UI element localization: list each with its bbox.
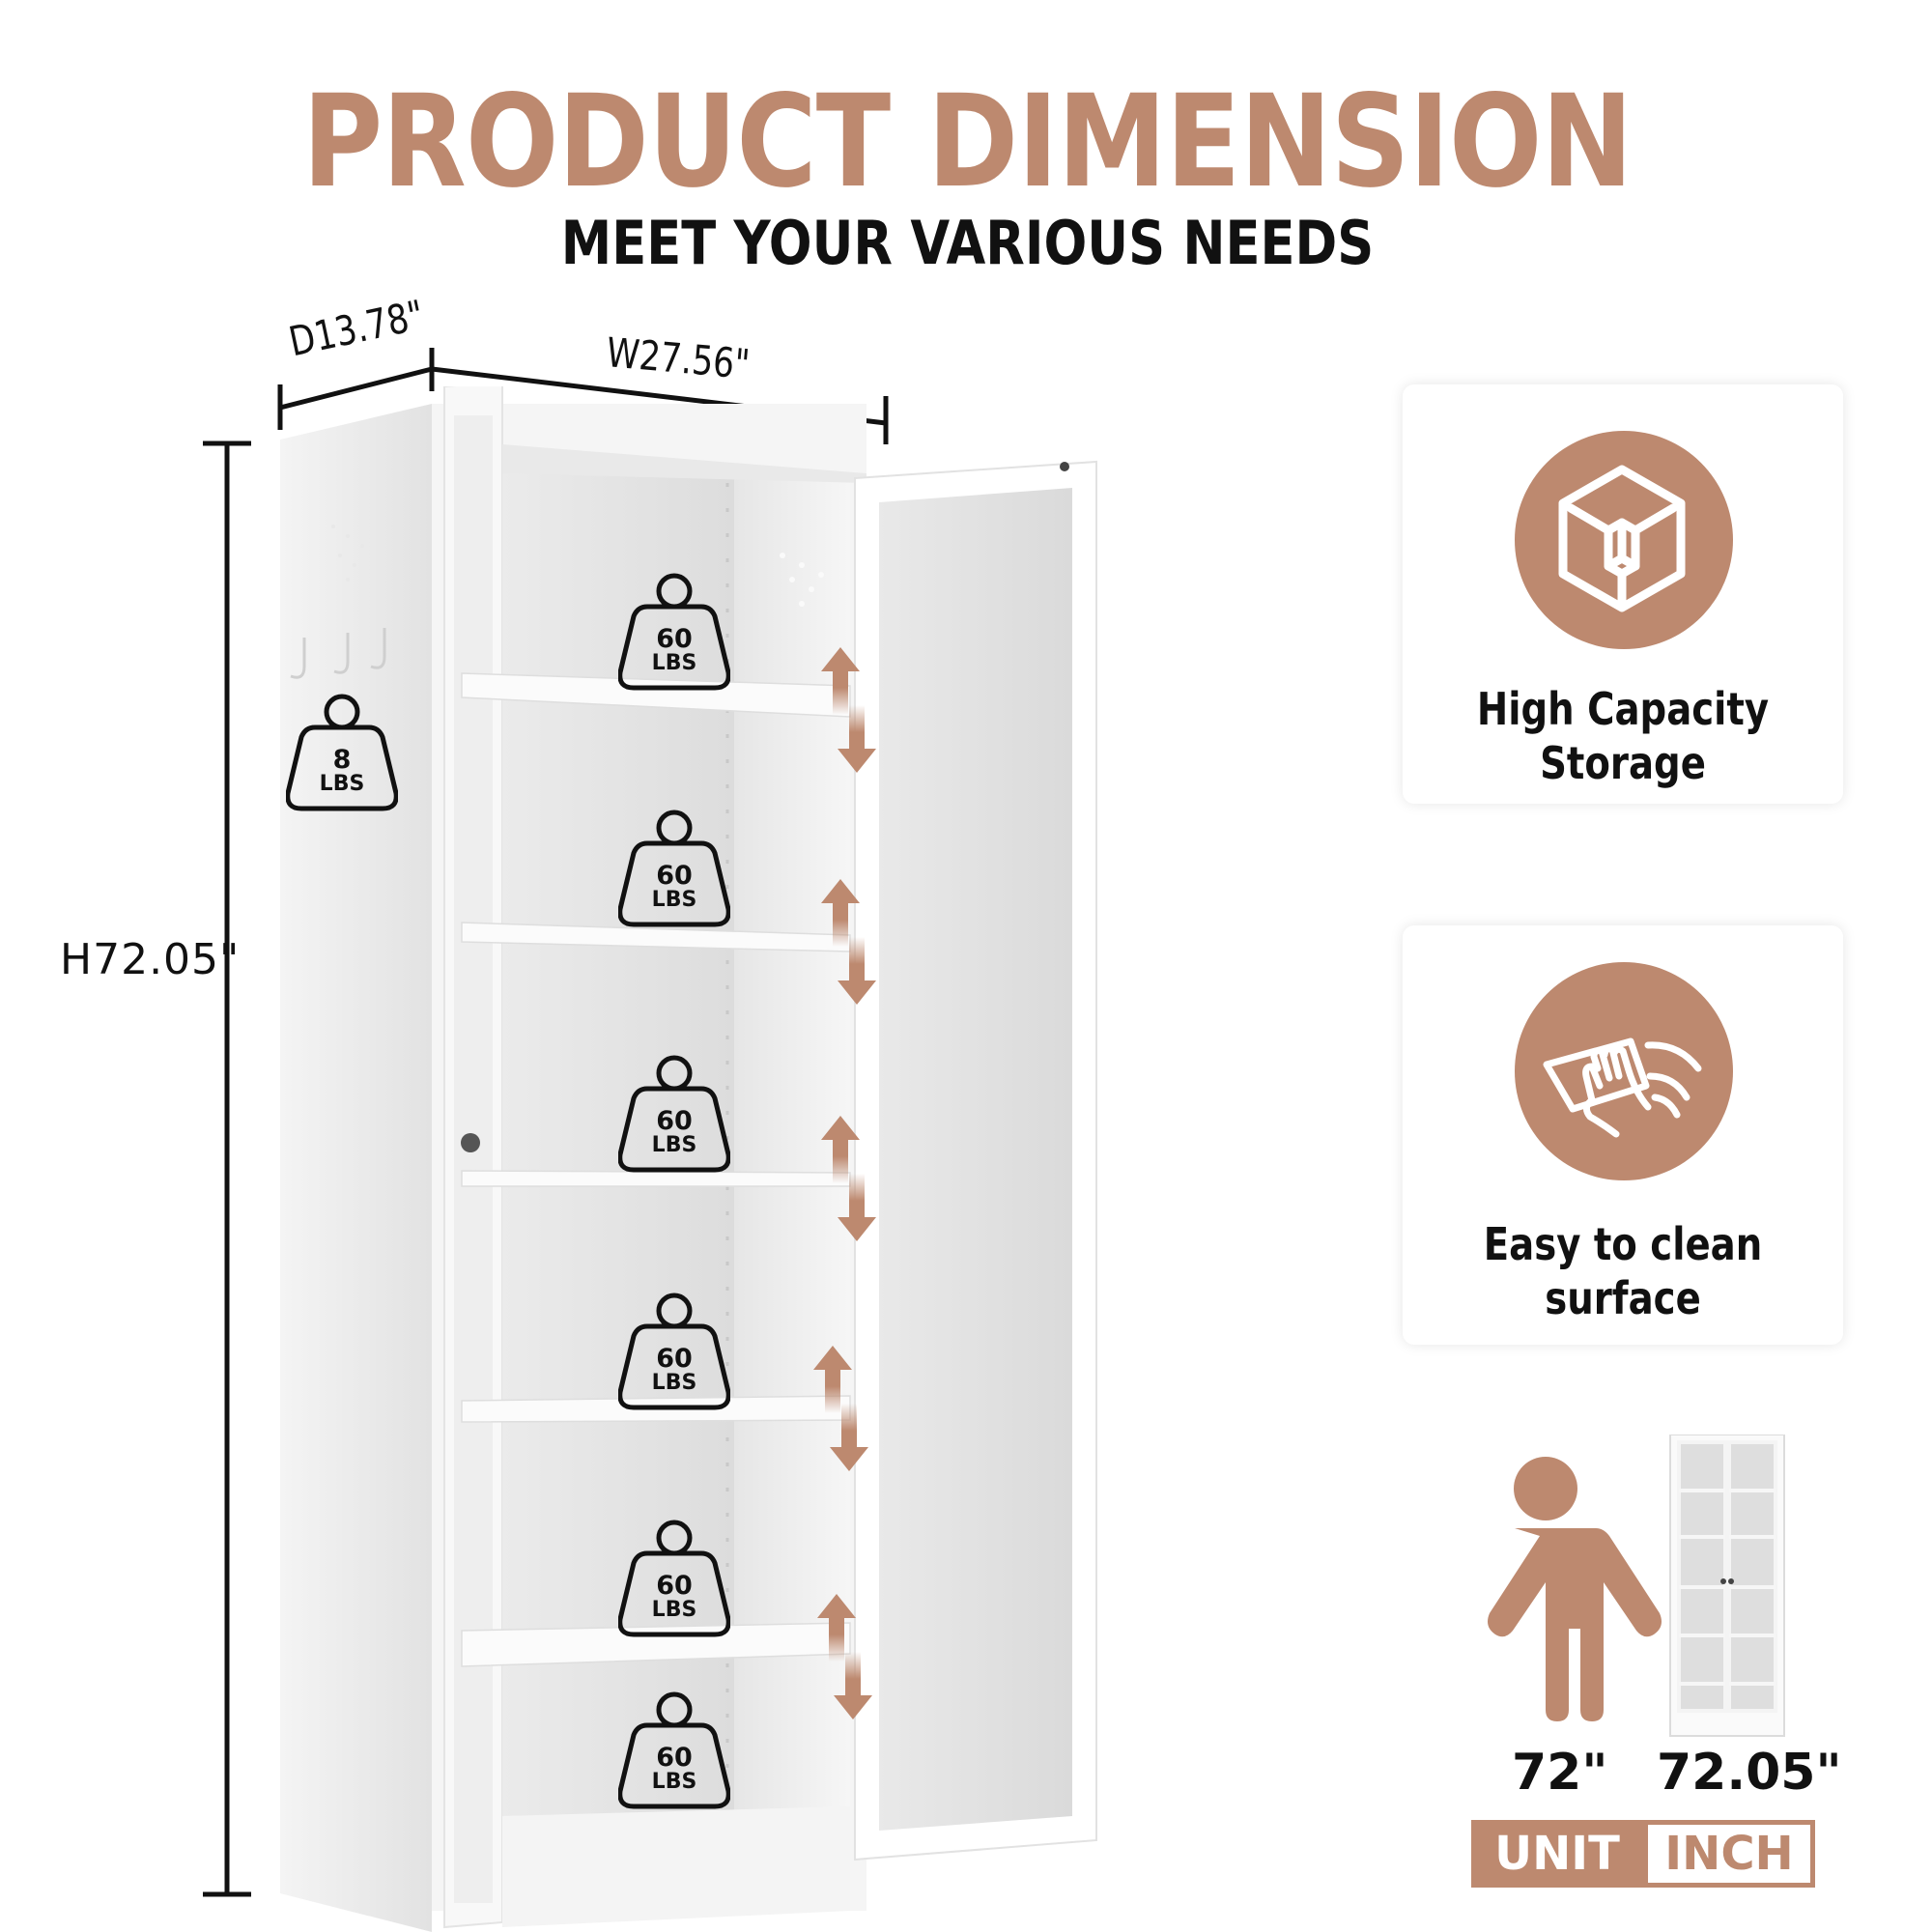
feature-card-high-capacity: High Capacity Storage: [1403, 384, 1843, 804]
page-title: PRODUCT DIMENSION: [302, 68, 1634, 216]
feature-label: High Capacity Storage: [1476, 683, 1770, 789]
weight-badge-shelf-4: 60 LBS: [618, 1288, 730, 1413]
mini-cabinet-icon: [1669, 1435, 1785, 1737]
feature-icon-circle: [1515, 431, 1733, 649]
weight-icon: [618, 1293, 730, 1410]
weight-icon: [286, 694, 398, 811]
wipe-cleaning-hand-icon: [1543, 1037, 1702, 1138]
weight-icon: [618, 573, 730, 691]
weight-icon: [618, 1691, 730, 1809]
unit-label: UNIT: [1471, 1820, 1643, 1888]
weight-badge-shelf-6: 60 LBS: [618, 1687, 730, 1812]
weight-icon: [618, 810, 730, 927]
weight-badge-shelf-3: 60 LBS: [618, 1050, 730, 1176]
weight-icon: [618, 1055, 730, 1173]
person-height-value: 72": [1512, 1744, 1608, 1802]
cabinet-illustration: [280, 386, 1097, 1932]
weight-badge-shelf-2: 60 LBS: [618, 805, 730, 930]
cabinet-height-value: 72.05": [1657, 1744, 1842, 1802]
height-label: H72.05": [60, 935, 241, 984]
feature-label: Easy to clean surface: [1483, 1218, 1763, 1324]
height-comparison: 72" 72.05": [1449, 1430, 1842, 1816]
unit-indicator: UNIT INCH: [1471, 1820, 1815, 1888]
weight-badge-side-hook: 8 LBS: [286, 689, 398, 814]
cube-box-icon: [1558, 465, 1686, 612]
weight-badge-shelf-5: 60 LBS: [618, 1515, 730, 1640]
unit-value: INCH: [1643, 1820, 1815, 1888]
weight-icon: [618, 1520, 730, 1637]
adjust-arrows: [813, 647, 876, 1719]
page-subtitle: MEET YOUR VARIOUS NEEDS: [560, 208, 1375, 278]
weight-badge-shelf-1: 60 LBS: [618, 568, 730, 694]
person-silhouette-icon: [1488, 1457, 1662, 1721]
feature-card-easy-clean: Easy to clean surface: [1403, 925, 1843, 1345]
feature-icon-circle: [1515, 962, 1733, 1180]
